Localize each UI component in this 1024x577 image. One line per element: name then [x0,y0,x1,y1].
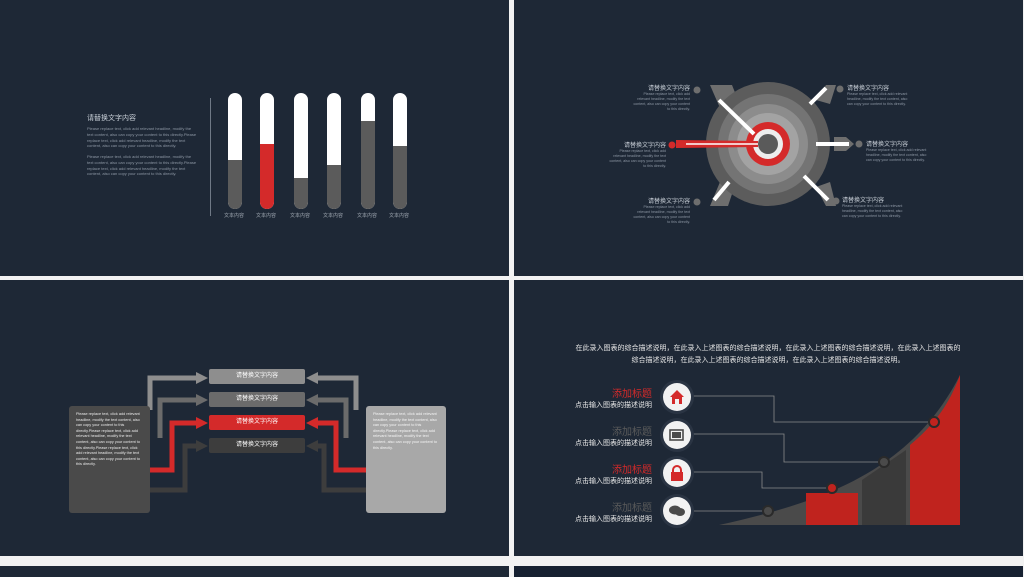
growth-chart [692,375,960,525]
gauge-bar [294,93,308,209]
gauge-fill [228,160,242,209]
gauge-label: 文本内容 [389,213,410,219]
right-text-card: Please replace text, click add relevant … [366,406,446,513]
left-text-card: Please replace text, click add relevant … [69,406,150,513]
chat-icon [663,497,691,525]
target-item-text: Please replace text, click add relevant … [633,205,690,224]
target-item-text: Please replace text, click add relevant … [633,92,690,111]
slide-target-diagram[interactable]: 请替换文字内容 Please replace text, click add r… [514,0,1023,276]
gauge-bar [228,93,242,209]
slide-partial-bottom-left [0,566,509,577]
gauge-bar [361,93,375,209]
target-item-title: 请替换文字内容 [866,142,909,148]
slide1-paragraph-2: Please replace text, click add relevant … [87,154,197,177]
gauge-label: 文本内容 [256,213,277,219]
gauge-label: 文本内容 [357,213,378,219]
slide-growth-chart[interactable]: 在此录入图表的综合描述说明，在此录入上述图表的综合描述说明，在此录入上述图表的综… [514,280,1023,556]
slide1-paragraph-1: Please replace text, click add relevant … [87,126,197,149]
left-card-text: Please replace text, click add relevant … [76,412,140,467]
flow-box: 请替换文字内容 [209,438,305,453]
item-subtitle: 点击输入图表的描述说明 [575,478,652,485]
home-icon [663,383,691,411]
battery-icon [663,421,691,449]
item-subtitle: 点击输入图表的描述说明 [575,440,652,447]
gauge-bar [393,93,407,209]
slide1-title: 请替换文字内容 [87,115,136,122]
target-item-title: 请替换文字内容 [847,86,890,92]
target-item-title: 请替换文字内容 [647,86,690,92]
target-item-text: Please replace text, click add relevant … [609,149,666,168]
target-item-text: Please replace text, click add relevant … [866,148,927,162]
gauge-label: 文本内容 [290,213,311,219]
lock-icon [663,459,691,487]
target-item-title: 请替换文字内容 [647,199,690,205]
slide-bar-gauges[interactable]: 请替换文字内容 Please replace text, click add r… [0,0,509,276]
target-item-text: Please replace text, click add relevant … [847,92,908,106]
gauge-fill [327,164,341,209]
slide-partial-bottom-right [514,566,1023,577]
gauge-bar [327,93,341,209]
right-card-text: Please replace text, click add relevant … [373,412,437,450]
target-item-title: 请替换文字内容 [623,143,666,149]
target-item-title: 请替换文字内容 [842,198,885,204]
target-item-text: Please replace text, click add relevant … [842,204,903,218]
flow-box: 请替换文字内容 [209,369,305,384]
item-title: 添加标题 [612,465,652,476]
gauge-fill [260,144,274,209]
target-graphic [668,82,863,206]
gauge-fill [294,177,308,209]
gauge-bar [260,93,274,209]
item-title: 添加标题 [612,389,652,400]
slide-arrow-flow[interactable]: Please replace text, click add relevant … [0,280,509,556]
flow-box: 请替换文字内容 [209,392,305,407]
gauge-fill [361,120,375,209]
item-subtitle: 点击输入图表的描述说明 [575,402,652,409]
gauge-fill [393,146,407,209]
gauge-label: 文本内容 [323,213,344,219]
divider-line [210,98,211,216]
item-title: 添加标题 [612,427,652,438]
gauge-label: 文本内容 [224,213,245,219]
item-subtitle: 点击输入图表的描述说明 [575,516,652,523]
chart-description: 在此录入图表的综合描述说明，在此录入上述图表的综合描述说明，在此录入上述图表的综… [575,345,961,364]
flow-arrows [147,372,366,493]
flow-box: 请替换文字内容 [209,415,305,430]
item-title: 添加标题 [612,503,652,514]
